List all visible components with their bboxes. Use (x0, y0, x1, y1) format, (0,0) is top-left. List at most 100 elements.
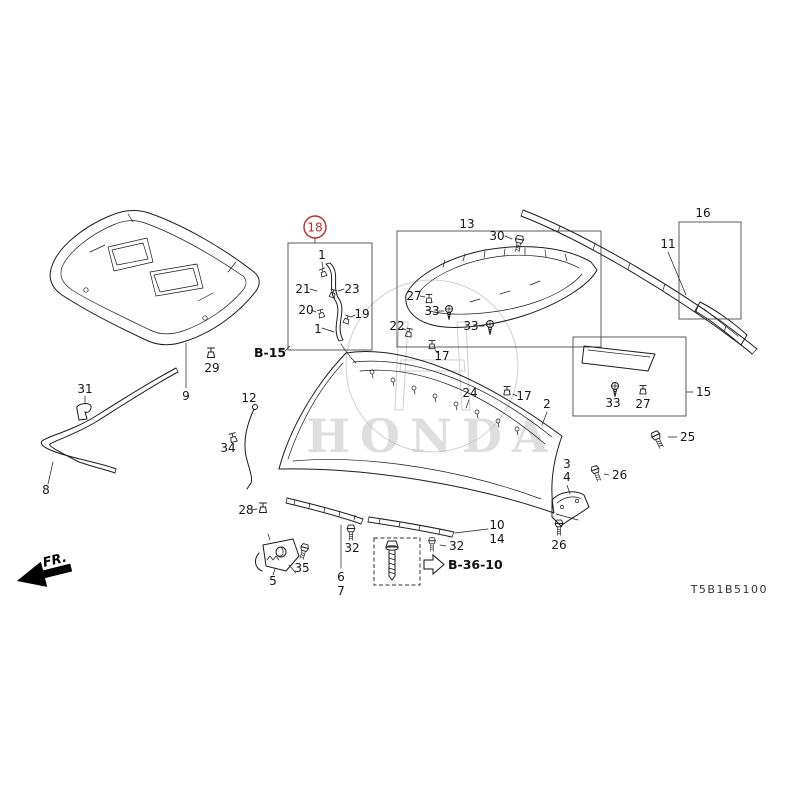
screw-icon-33a (445, 305, 453, 320)
hood-front-seal (285, 497, 364, 525)
leader-26a (603, 473, 610, 476)
callout-3: 3 (563, 457, 571, 471)
ref-link-b36-10: B-36-10 (448, 557, 503, 572)
callout-13: 13 (459, 217, 474, 231)
leader-10-14 (454, 528, 489, 534)
watermark-text: HONDA (306, 409, 557, 463)
leader-17b (512, 393, 518, 397)
clip-icon-21 (318, 267, 328, 278)
clip-icon-20 (317, 308, 326, 319)
callout-6: 6 (337, 570, 345, 584)
leader-5 (272, 568, 276, 576)
clip-icon-19 (342, 314, 352, 325)
leader-11 (667, 251, 687, 296)
hood-insulator-panel (49, 210, 260, 389)
hood-stay-rod (244, 404, 258, 490)
callout-34: 34 (220, 441, 235, 455)
parts-box-15 (572, 336, 687, 417)
screw-icon-33b (486, 320, 494, 335)
callout-16: 16 (695, 206, 710, 220)
parts-box-16 (678, 221, 742, 320)
callout-20: 20 (298, 303, 313, 317)
callout-27a: 27 (406, 289, 421, 303)
clip-icon-17a (428, 340, 436, 350)
clip-icon-27a (425, 294, 433, 304)
leader-2 (541, 411, 548, 426)
cowl-side-lid-15 (581, 345, 656, 372)
callout-22: 22 (389, 319, 404, 333)
leader-3-4 (566, 484, 571, 495)
bolt-icon-25 (649, 429, 666, 450)
hood-seal-rubber-8 (40, 367, 179, 474)
callout-12: 12 (241, 391, 256, 405)
callout-1b: 1 (314, 322, 322, 336)
callout-33c: 33 (605, 396, 620, 410)
parts-box-13 (396, 230, 602, 348)
detail-box-18 (287, 242, 373, 351)
callout-1a: 1 (318, 248, 326, 262)
callout-28: 28 (238, 503, 253, 517)
windshield-lower-molding (520, 209, 758, 355)
leader-lines-box13 (401, 235, 513, 355)
leader-32b (439, 544, 447, 547)
honda-logo-h-bar (399, 359, 466, 372)
honda-watermark: HONDA (306, 279, 557, 463)
hood-panel (278, 351, 563, 514)
bolt-icon-32b (428, 537, 436, 552)
callout-19: 19 (354, 307, 369, 321)
callout-14: 14 (489, 532, 504, 546)
callout-33b: 33 (463, 319, 478, 333)
bolt-icon-32a (346, 524, 356, 541)
callout-2: 2 (543, 397, 551, 411)
bolt-icon-30 (512, 234, 525, 253)
fr-label: FR. (41, 551, 68, 571)
clip-icon-27b (639, 384, 647, 395)
hood-lock-assembly (254, 533, 300, 574)
hood-hinge (551, 491, 590, 527)
leader-24 (465, 399, 470, 409)
callout-31: 31 (77, 382, 92, 396)
callout-15: 15 (696, 385, 711, 399)
callout-17a: 17 (434, 349, 449, 363)
callout-32b: 32 (449, 539, 464, 553)
callout-35: 35 (294, 561, 309, 575)
ref-box-b36-10 (373, 537, 421, 586)
leader-8 (47, 461, 54, 485)
callout-9: 9 (182, 389, 190, 403)
ref-link-b15: B-15 (254, 345, 286, 360)
callout-26b: 26 (551, 538, 566, 552)
callout-4: 4 (563, 470, 571, 484)
callout-17b: 17 (516, 389, 531, 403)
callout-27b: 27 (635, 397, 650, 411)
clip-icon-29 (207, 347, 215, 358)
leader-lines-box18 (284, 261, 356, 352)
callout-33a: 33 (424, 304, 439, 318)
seal-clip-31 (76, 395, 92, 421)
cowl-seal-rubber-1 (325, 262, 357, 364)
callout-21: 21 (295, 282, 310, 296)
fr-direction-arrow (16, 561, 73, 587)
clip-icon-17b (503, 385, 511, 396)
flange-bolt-drawing (385, 540, 399, 581)
callout-11: 11 (660, 237, 675, 251)
hood-front-molding (367, 516, 455, 538)
leader-28 (251, 508, 258, 511)
diagram-code: T5B1B5100 (690, 583, 768, 596)
callout-10: 10 (489, 518, 504, 532)
callout-30: 30 (489, 229, 504, 243)
callout-24: 24 (462, 386, 477, 400)
honda-logo-h-left (394, 321, 409, 411)
ref-arrow-icon (423, 553, 445, 576)
callout-25: 25 (680, 430, 695, 444)
callout-5: 5 (269, 574, 277, 588)
callout-18: 18 (307, 221, 322, 235)
callout-7: 7 (337, 584, 345, 598)
callout-29: 29 (204, 361, 219, 375)
screw-icon-33c (611, 382, 619, 397)
callout-8: 8 (42, 483, 50, 497)
clip-icon-22 (404, 327, 413, 338)
callout-23: 23 (344, 282, 359, 296)
bolt-icon-35 (297, 542, 310, 561)
